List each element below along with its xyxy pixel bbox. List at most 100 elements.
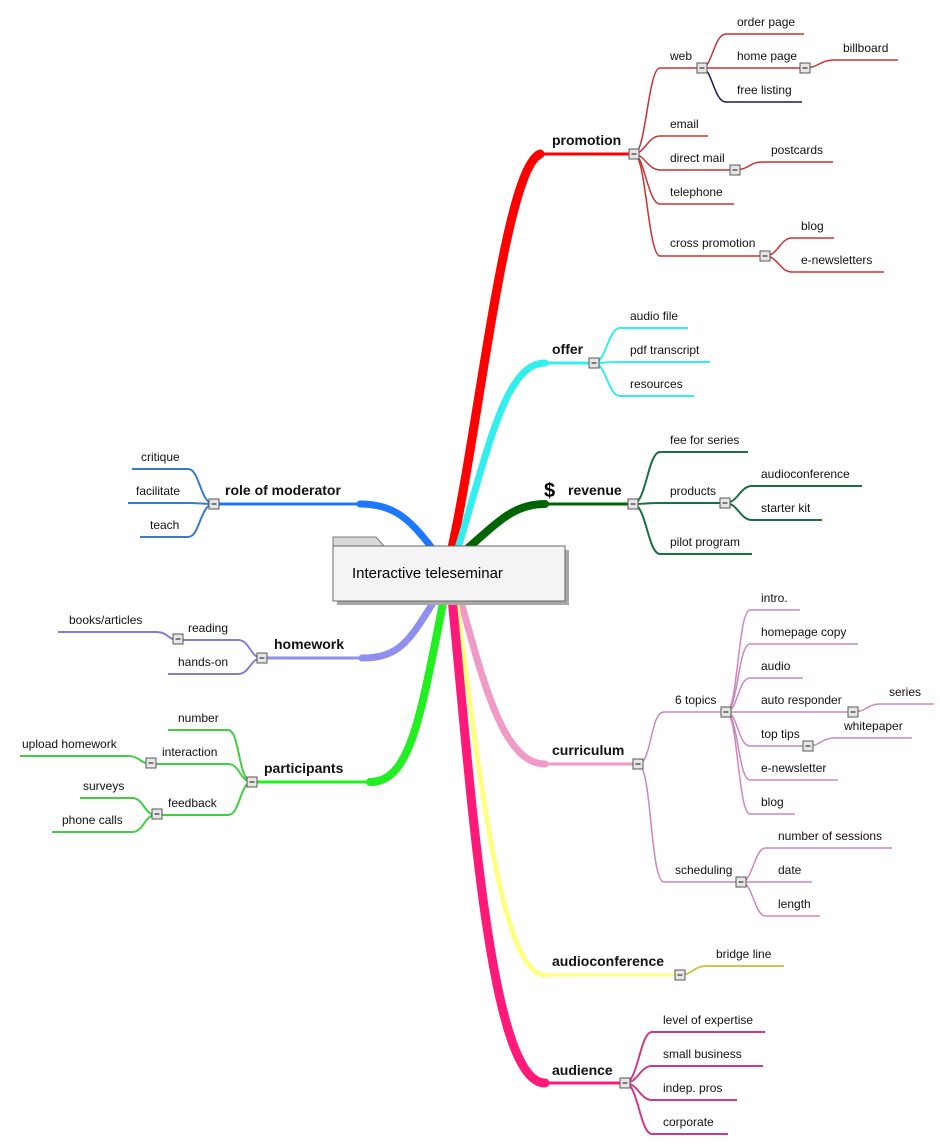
collapse-button-promotion[interactable] — [628, 148, 640, 160]
collapse-button-direct-mail[interactable] — [729, 164, 741, 176]
node-audio-file[interactable]: audio file — [630, 309, 678, 323]
participants-child-connectors — [20, 729, 253, 833]
node-promotion[interactable]: promotion — [552, 132, 621, 148]
collapse-button-top-tips[interactable] — [802, 740, 814, 752]
branch-audience: audience level of expertise small busine… — [447, 593, 765, 1135]
collapse-button-role-of-moderator[interactable] — [208, 498, 220, 510]
branch-offer: offer audio file pdf transcript resource… — [454, 309, 710, 552]
node-offer[interactable]: offer — [552, 341, 584, 357]
node-scheduling[interactable]: scheduling — [675, 863, 732, 877]
node-interaction[interactable]: interaction — [162, 745, 217, 759]
node-telephone[interactable]: telephone — [670, 185, 723, 199]
node-free-listing[interactable]: free listing — [737, 83, 792, 97]
node-fee-for-series[interactable]: fee for series — [670, 433, 739, 447]
node-home-page[interactable]: home page — [737, 49, 797, 63]
collapse-button-web[interactable] — [696, 62, 708, 74]
root-folder-tab — [332, 536, 386, 547]
branch-role-of-moderator: role of moderator critique facilitate te… — [128, 450, 436, 552]
collapse-button-audioconference[interactable] — [674, 969, 686, 981]
collapse-button-audience[interactable] — [619, 1077, 631, 1089]
node-6-topics[interactable]: 6 topics — [675, 693, 716, 707]
node-intro[interactable]: intro. — [761, 591, 788, 605]
node-postcards[interactable]: postcards — [771, 143, 823, 157]
node-upload-homework[interactable]: upload homework — [22, 737, 118, 751]
collapse-button-scheduling[interactable] — [735, 876, 747, 888]
collapse-button-reading[interactable] — [172, 633, 184, 645]
node-reading[interactable]: reading — [188, 621, 228, 635]
node-resources[interactable]: resources — [630, 377, 683, 391]
root-label: Interactive teleseminar — [352, 565, 503, 582]
node-cross-promotion[interactable]: cross promotion — [670, 236, 755, 250]
collapse-button-feedback[interactable] — [151, 808, 163, 820]
node-starter-kit[interactable]: starter kit — [761, 501, 811, 515]
node-facilitate[interactable]: facilitate — [136, 484, 180, 498]
node-role-of-moderator[interactable]: role of moderator — [225, 482, 341, 498]
node-number-of-sessions[interactable]: number of sessions — [778, 829, 882, 843]
node-e-newsletters[interactable]: e-newsletters — [801, 253, 872, 267]
node-critique[interactable]: critique — [141, 450, 180, 464]
collapse-button-offer[interactable] — [588, 357, 600, 369]
revenue-main-connector — [464, 500, 549, 552]
node-feedback[interactable]: feedback — [168, 796, 218, 810]
collapse-button-participants[interactable] — [246, 776, 258, 788]
collapse-button-6-topics[interactable] — [720, 706, 732, 718]
branch-curriculum: curriculum 6 topics intro. homepage copy… — [456, 591, 934, 917]
node-pilot-program[interactable]: pilot program — [670, 535, 740, 549]
homework-main-connector — [358, 594, 440, 662]
node-teach[interactable]: teach — [150, 518, 179, 532]
homework-child-connectors — [58, 631, 263, 675]
node-direct-mail[interactable]: direct mail — [670, 151, 725, 165]
collapse-button-products[interactable] — [719, 497, 731, 509]
node-participants[interactable]: participants — [264, 760, 344, 776]
node-audience[interactable]: audience — [552, 1062, 613, 1078]
node-audio[interactable]: audio — [761, 659, 791, 673]
node-e-newsletter[interactable]: e-newsletter — [761, 761, 826, 775]
node-curriculum[interactable]: curriculum — [552, 742, 624, 758]
node-email[interactable]: email — [670, 117, 699, 131]
promotion-main-connector — [447, 149, 545, 553]
branch-audioconference: audioconference bridge line — [453, 595, 784, 981]
node-web[interactable]: web — [669, 49, 692, 63]
node-audioconference-product[interactable]: audioconference — [761, 467, 850, 481]
curriculum-main-connector — [456, 594, 549, 768]
collapse-button-homework[interactable] — [256, 652, 268, 664]
node-blog-curriculum[interactable]: blog — [761, 795, 784, 809]
node-whitepaper[interactable]: whitepaper — [843, 719, 903, 733]
collapse-button-auto-responder[interactable] — [847, 706, 859, 718]
root-node[interactable]: Interactive teleseminar — [332, 536, 569, 605]
audioconference-child-connectors — [679, 965, 784, 976]
node-number[interactable]: number — [178, 711, 219, 725]
node-revenue[interactable]: revenue — [568, 482, 622, 498]
collapse-button-home-page[interactable] — [799, 62, 811, 74]
node-audioconference[interactable]: audioconference — [552, 953, 664, 969]
node-level-of-expertise[interactable]: level of expertise — [663, 1013, 753, 1027]
node-hands-on[interactable]: hands-on — [178, 655, 228, 669]
node-date[interactable]: date — [778, 863, 802, 877]
node-small-business[interactable]: small business — [663, 1047, 742, 1061]
node-homepage-copy[interactable]: homepage copy — [761, 625, 846, 639]
audience-main-connector — [447, 593, 550, 1088]
node-corporate[interactable]: corporate — [663, 1115, 714, 1129]
node-series[interactable]: series — [889, 685, 921, 699]
node-products[interactable]: products — [670, 484, 716, 498]
moderator-child-connectors — [128, 468, 215, 538]
node-auto-responder[interactable]: auto responder — [761, 693, 842, 707]
collapse-button-interaction[interactable] — [145, 757, 157, 769]
node-billboard[interactable]: billboard — [843, 41, 888, 55]
node-books-articles[interactable]: books/articles — [69, 613, 142, 627]
node-pdf-transcript[interactable]: pdf transcript — [630, 343, 700, 357]
node-indep-pros[interactable]: indep. pros — [663, 1081, 722, 1095]
collapse-button-revenue[interactable] — [627, 498, 639, 510]
collapse-button-cross-promotion[interactable] — [759, 250, 771, 262]
node-surveys[interactable]: surveys — [83, 779, 124, 793]
node-homework[interactable]: homework — [274, 636, 344, 652]
node-length[interactable]: length — [778, 897, 811, 911]
node-top-tips[interactable]: top tips — [761, 727, 800, 741]
node-order-page[interactable]: order page — [737, 15, 795, 29]
collapse-button-curriculum[interactable] — [632, 758, 644, 770]
node-phone-calls[interactable]: phone calls — [62, 813, 123, 827]
audioconference-main-connector — [453, 595, 548, 978]
node-bridge-line[interactable]: bridge line — [716, 947, 772, 961]
node-blog-promotion[interactable]: blog — [801, 219, 824, 233]
